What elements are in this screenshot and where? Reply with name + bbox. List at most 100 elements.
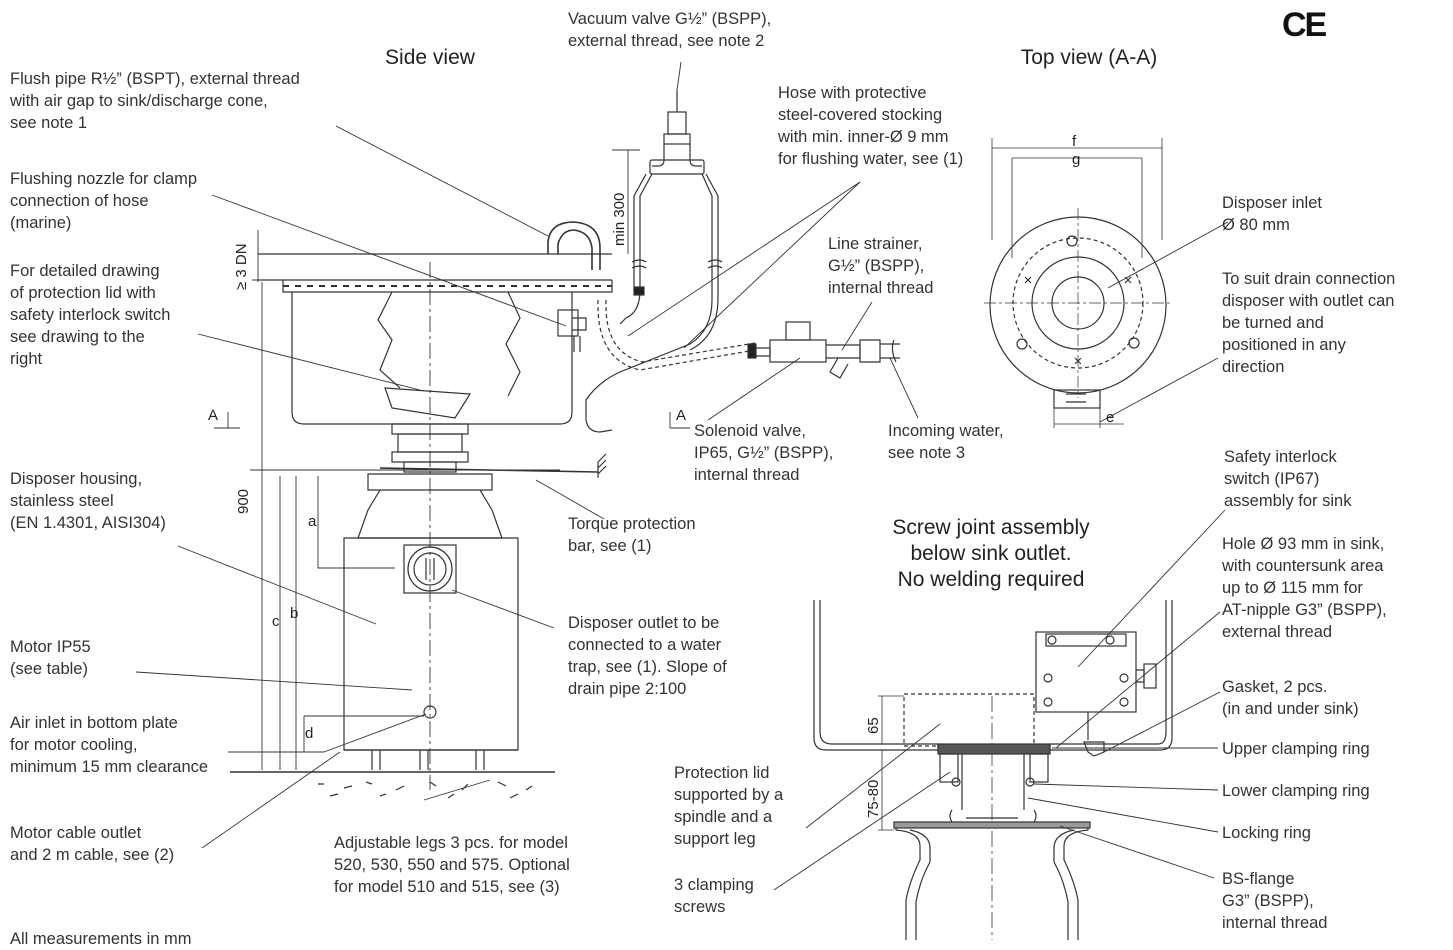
label-line: for model 510 and 515, see (3) [334,878,560,896]
label-line: disposer with outlet can [1222,292,1395,310]
screw-joint-heading-line: No welding required [897,568,1085,591]
floor [230,771,555,799]
dim-dn3: ≥ 3 DN [233,243,250,290]
disposer-body [343,423,519,770]
ce-mark: CE [1282,6,1327,44]
dim-75-80: 75-80 [865,779,882,818]
label-line: screws [674,898,726,916]
label-air-inlet: Air inlet in bottom plate for motor cool… [10,712,208,778]
label-bs-flange: BS-flange G3” (BSPP), internal thread [1222,868,1328,934]
label-line: see drawing to the [10,328,145,346]
label-line: G3” (BSPP), [1222,892,1314,910]
dim-65: 65 [865,717,882,734]
label-line: 520, 530, 550 and 575. Optional [334,856,570,874]
label-line: spindle and a [674,808,773,826]
label-line: Motor cable outlet [10,824,142,842]
screw-joint-dimensions [878,695,938,831]
label-line: right [10,350,43,368]
hose [585,173,756,433]
label-line: for motor cooling, [10,736,138,754]
label-line: Incoming water, [888,422,1004,440]
label-line: Flush pipe R½” (BSPT), external thread [10,70,300,88]
side-view-heading: Side view [385,46,475,69]
label-line: positioned in any [1222,336,1346,354]
dim-g: g [1072,151,1081,168]
label-line: Flushing nozzle for clamp [10,170,198,188]
label-clamping-screws: 3 clamping screws [674,874,754,918]
label-line: (in and under sink) [1222,700,1359,718]
label-motor-cable: Motor cable outlet and 2 m cable, see (2… [10,822,174,866]
label-line: supported by a [674,786,784,804]
vacuum-valve [649,90,705,175]
label-line: G½” (BSPP), [828,257,925,275]
label-line: Air inlet in bottom plate [10,714,178,732]
label-line: assembly for sink [1224,492,1352,510]
label-locking-ring: Locking ring [1222,824,1311,842]
label-line: For detailed drawing [10,262,160,280]
label-line: and 2 m cable, see (2) [10,846,175,864]
screw-joint-heading: Screw joint assembly below sink outlet. … [856,515,1126,593]
dim-b: b [290,605,299,622]
dim-min300: min 300 [611,192,628,246]
label-safety-switch: Safety interlock switch (IP67) assembly … [1224,446,1351,512]
label-disposer-outlet: Disposer outlet to be connected to a wat… [568,612,727,700]
label-line: Solenoid valve, [694,422,806,440]
label-line: (marine) [10,214,72,232]
label-line: Protection lid [674,764,770,782]
label-line: Ø 80 mm [1222,216,1290,234]
label-line: (EN 1.4301, AISI304) [10,514,166,532]
top-view-heading: Top view (A-A) [1020,46,1158,69]
label-line: connection of hose [10,192,149,210]
label-protection-lid-drawing: For detailed drawing of protection lid w… [10,260,170,370]
label-line: for flushing water, see (1) [778,150,964,168]
label-vacuum-valve: Vacuum valve G½” (BSPP), external thread… [568,8,771,52]
dim-d: d [305,725,314,742]
label-solenoid-valve: Solenoid valve, IP65, G½” (BSPP), intern… [694,420,833,486]
label-line: IP65, G½” (BSPP), [694,444,834,462]
top-view [984,138,1172,428]
label-line-strainer: Line strainer, G½” (BSPP), internal thre… [828,233,934,299]
screw-joint-view [813,600,1173,940]
label-motor: Motor IP55 (see table) [10,636,91,680]
section-mark-a-right: A [676,407,687,424]
dim-a: a [308,513,317,530]
label-line: internal thread [694,466,800,484]
label-line: see note 1 [10,114,88,132]
dim-e: e [1106,409,1115,426]
label-line: trap, see (1). Slope of [568,658,727,676]
dim-f: f [1072,133,1077,150]
label-disposer-housing: Disposer housing, stainless steel (EN 1.… [10,468,166,534]
screw-joint-heading-line: below sink outlet. [910,542,1072,565]
label-incoming-water: Incoming water, see note 3 [888,420,1004,464]
label-torque-bar: Torque protection bar, see (1) [568,513,696,557]
label-upper-ring: Upper clamping ring [1222,740,1370,758]
label-line: connected to a water [568,636,722,654]
label-line: Line strainer, [828,235,923,253]
label-hose: Hose with protective steel-covered stock… [778,82,963,170]
label-line: Motor IP55 [10,638,91,656]
label-line: of protection lid with [10,284,156,302]
label-line: minimum 15 mm clearance [10,758,209,776]
label-line: external thread, see note 2 [568,32,765,50]
label-line: support leg [674,830,756,848]
label-line: external thread [1222,623,1333,641]
label-line: safety interlock switch [10,306,171,324]
label-line: steel-covered stocking [778,106,943,124]
side-view-dimensions [214,149,690,773]
label-line: Gasket, 2 pcs. [1222,678,1328,696]
flush-pipe [547,221,601,270]
label-lower-ring: Lower clamping ring [1222,782,1370,800]
label-line: bar, see (1) [568,537,652,555]
label-line: 3 clamping [674,876,754,894]
leader-lines [135,61,1229,891]
side-view-sink [258,253,613,790]
label-line: with countersunk area [1222,557,1384,575]
screw-joint-heading-line: Screw joint assembly [892,516,1090,539]
label-line: Hole Ø 93 mm in sink, [1222,535,1385,553]
label-gasket: Gasket, 2 pcs. (in and under sink) [1222,676,1359,720]
label-line: direction [1222,358,1285,376]
label-drain-connection: To suit drain connection disposer with o… [1222,268,1395,378]
label-line: with min. inner-Ø 9 mm [778,128,949,146]
label-flush-pipe: Flush pipe R½” (BSPT), external thread w… [10,68,300,134]
